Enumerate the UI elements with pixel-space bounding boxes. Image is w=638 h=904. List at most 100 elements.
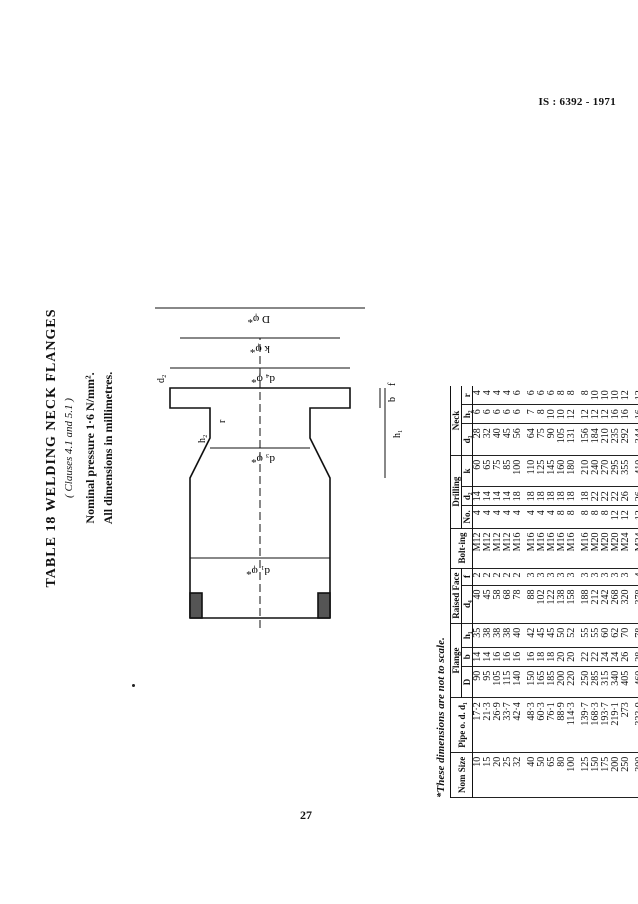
table-cell: 42 [523, 623, 537, 648]
table-cell: 4 [502, 386, 513, 405]
table-cell: 6 [472, 404, 483, 424]
table-cell: 6 [523, 386, 537, 405]
header-flange: Flange [450, 623, 462, 698]
table-cell: 3 [523, 568, 537, 586]
label-h1: h₁ [392, 430, 403, 439]
table-cell: 8 [577, 386, 591, 405]
table-title: TABLE 18 WELDING NECK FLANGES [44, 308, 59, 588]
table-cell: 273 [620, 697, 631, 753]
table-cell: 4 [546, 505, 557, 529]
table-cell: 16 [620, 404, 631, 424]
table-cell: 4 [472, 505, 483, 529]
standard-number: IS : 6392 - 1971 [538, 96, 616, 108]
subheader: D [461, 666, 473, 698]
table-cell: 158 [566, 585, 577, 624]
table-cell: 4 [482, 505, 493, 529]
table-cell: 150 [523, 666, 537, 698]
table-cell: 460 [631, 666, 638, 698]
table-cell: M16 [512, 528, 523, 569]
table-cell: 40 [512, 623, 523, 648]
table-cell: 110 [523, 455, 537, 487]
table-cell: 56 [512, 423, 523, 456]
table-cell: M24 [631, 528, 638, 569]
table-cell: 114·3 [566, 697, 577, 753]
table-cell: 4 [512, 505, 523, 529]
table-cell: M24 [620, 528, 631, 569]
label-D: D φ* [247, 313, 270, 325]
subheader: k [461, 455, 473, 487]
label-k: k φ* [250, 343, 270, 355]
table-cell: 100 [512, 455, 523, 487]
rotated-table-content: TABLE 18 WELDING NECK FLANGES ( Clauses … [40, 98, 638, 798]
table-cell: 210 [577, 455, 591, 487]
table-cell: 4 [523, 505, 537, 529]
table-cell: 12 [577, 404, 591, 424]
dimensions-note: All dimensions in millimetres. [101, 371, 115, 525]
table-cell: 8 [556, 386, 567, 405]
table-cell: 323·9 [631, 697, 638, 753]
table-cell: 125 [577, 752, 591, 798]
table-cell: 52 [566, 623, 577, 648]
table-cell: 410 [631, 455, 638, 487]
table-cell: 16 [512, 647, 523, 667]
table-cell: 18 [577, 486, 591, 506]
pressure-note: Nominal pressure 1·6 N/mm². [83, 372, 97, 524]
table-cell: 16 [631, 404, 638, 424]
table-cell: M16 [523, 528, 537, 569]
table-cell: 355 [620, 455, 631, 487]
table-cell: 405 [620, 666, 631, 698]
table-cell: 4 [472, 386, 483, 405]
table-cell: 2 [512, 568, 523, 586]
header-raised-face: Raised Face [450, 568, 462, 624]
table-heading: TABLE 18 WELDING NECK FLANGES ( Clauses … [40, 98, 116, 798]
table-cell: 20 [566, 647, 577, 667]
table-cell: 12 [631, 505, 638, 529]
table-cell: 55 [577, 623, 591, 648]
table-cell: 3 [620, 568, 631, 586]
table-cell: M16 [566, 528, 577, 569]
table-cell: 292 [620, 423, 631, 456]
table-cell: 78 [512, 585, 523, 624]
table-cell: 3 [566, 568, 577, 586]
table-cell: 3 [577, 568, 591, 586]
table-cell: 6 [502, 404, 513, 424]
label-d2: d₂ [156, 375, 167, 384]
subheader: h₂ [461, 404, 473, 424]
page-number: 27 [300, 808, 312, 822]
table-cell: 6 [482, 404, 493, 424]
table-cell: 7 [523, 404, 537, 424]
table-cell: 156 [577, 423, 591, 456]
subheader: f [461, 568, 473, 586]
table-cell: 250 [577, 666, 591, 698]
table-cell: 78 [631, 623, 638, 648]
table-cell: 18 [566, 486, 577, 506]
table-cell: 344 [631, 423, 638, 456]
header-neck: Neck [450, 386, 462, 456]
table-cell: 378 [631, 585, 638, 624]
table-cell: 32 [512, 752, 523, 798]
table-cell: 64 [523, 423, 537, 456]
table-cell: 16 [523, 647, 537, 667]
label-h2: h₂ [197, 435, 208, 444]
subheader: b [461, 647, 473, 667]
table-cell: 8 [577, 505, 591, 529]
subheader: d₃ [461, 423, 473, 456]
table-cell: 131 [566, 423, 577, 456]
table-cell: 6 [546, 386, 557, 405]
table-cell: 26 [631, 486, 638, 506]
table-cell: 22 [577, 647, 591, 667]
header-pipe: Pipe o. d. d₁ [450, 697, 473, 753]
table-cell: 8 [556, 505, 567, 529]
table-cell: 26 [620, 647, 631, 667]
table-cell: 42·4 [512, 697, 523, 753]
label-b: b [387, 397, 398, 402]
label-d3: d₃ φ* [251, 453, 275, 465]
subheader: r [461, 386, 473, 405]
table-cell: 8 [566, 505, 577, 529]
table-cell: 8 [590, 505, 601, 529]
table-cell: 220 [566, 666, 577, 698]
header-drilling: Drilling [450, 455, 462, 529]
